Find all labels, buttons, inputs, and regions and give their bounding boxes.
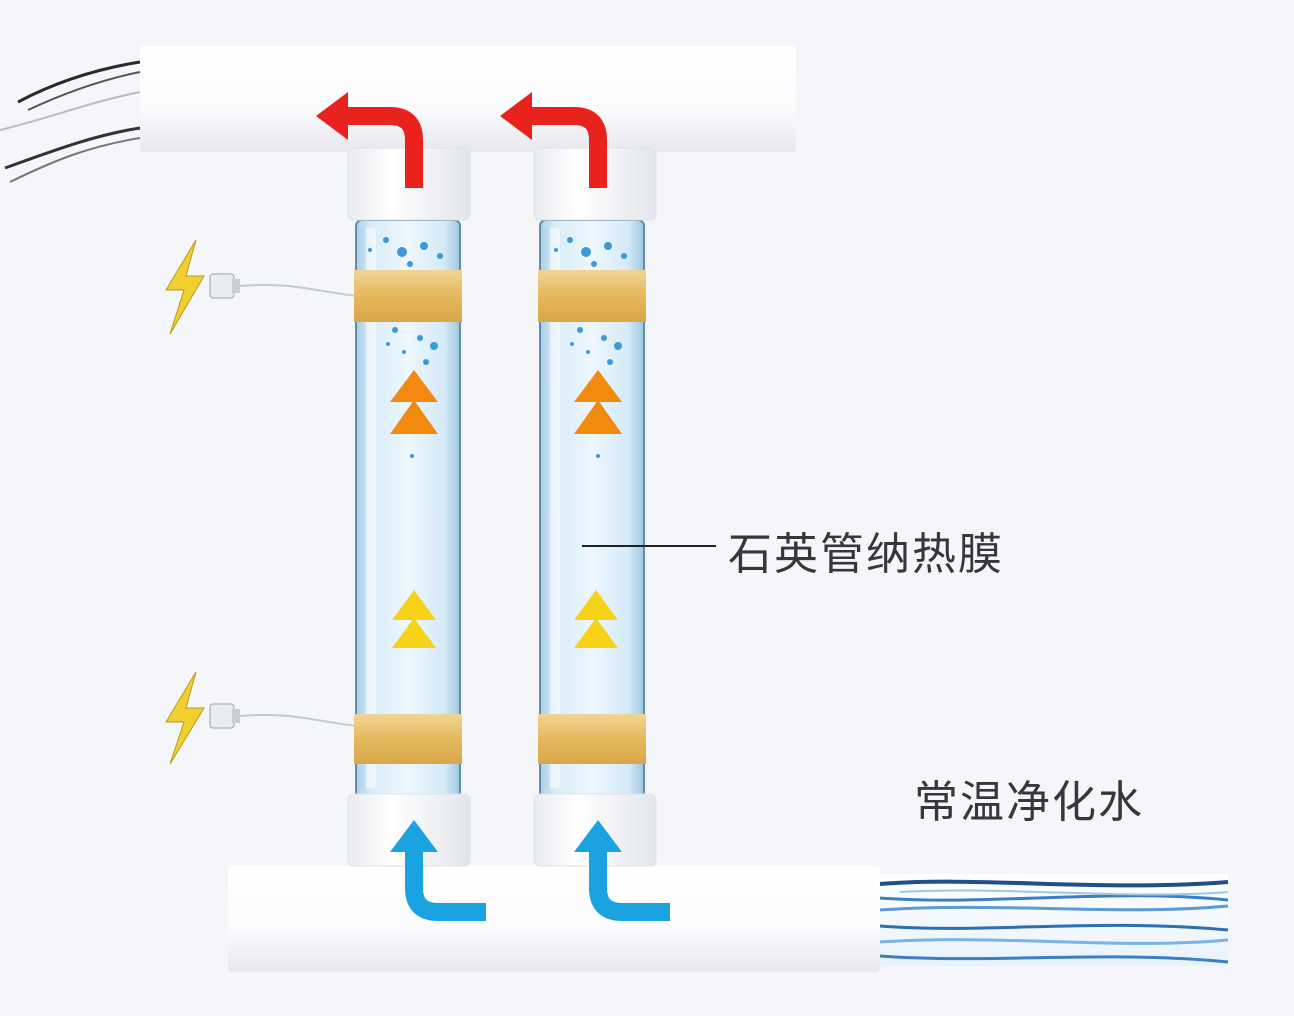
cold-water-arrow-icon [390, 820, 486, 921]
hot-water-arrow-icon [500, 92, 607, 188]
hot-water-arrow-icon [316, 92, 423, 188]
lightning-icon [165, 671, 205, 765]
heating-film-band-upper [538, 270, 646, 322]
cold-water-arrow-icon [574, 820, 670, 921]
lightning-icon [165, 239, 205, 335]
top-outlet-pipe [0, 46, 796, 183]
heating-film-label: 石英管纳热膜 [728, 529, 1004, 580]
power-connector-lower [209, 703, 357, 729]
heating-film-band-lower [354, 714, 462, 764]
heat-up-arrow-icon [574, 370, 622, 648]
bottom-inlet-pipe [228, 866, 880, 972]
quartz-tube-left [316, 92, 486, 921]
heating-film-band-upper [354, 270, 462, 322]
heat-up-arrow-icon [390, 370, 438, 648]
room-temp-water-label: 常温净化水 [914, 777, 1144, 828]
heating-film-band-lower [538, 714, 646, 764]
quartz-tube-right [500, 92, 670, 921]
power-connector-upper [209, 273, 357, 299]
water-stream [879, 874, 1229, 966]
